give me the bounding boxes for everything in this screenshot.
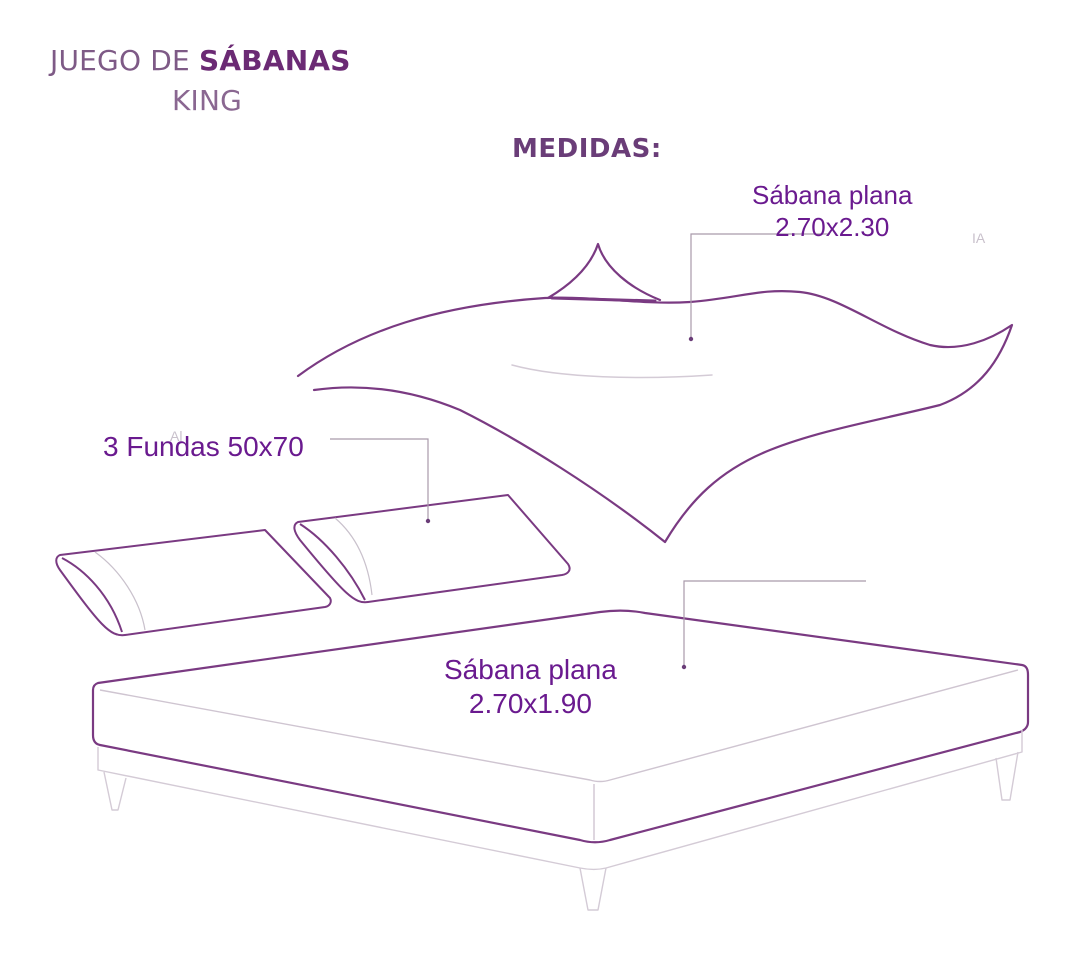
top-sheet-leader — [688, 233, 830, 342]
product-title: JUEGO DE SÁBANAS — [50, 44, 351, 77]
top-sheet-label: Sábana plana 2.70x2.30 — [752, 180, 912, 243]
pillow-right-illustration — [293, 494, 571, 604]
bottom-sheet-name: Sábana plana — [444, 654, 617, 685]
ghost-text-fragment-pillow: Al — [170, 428, 183, 444]
pillowcase-label: 3 Fundas 50x70 — [103, 431, 304, 462]
bottom-sheet-leader — [681, 580, 866, 670]
title-emphasis: SÁBANAS — [199, 44, 351, 77]
ghost-text-fragment: IA — [972, 230, 986, 246]
top-sheet-name: Sábana plana — [752, 180, 913, 210]
pillow-left-illustration — [55, 529, 332, 637]
bottom-sheet-dims: 2.70x1.90 — [468, 688, 592, 720]
measurements-heading: MEDIDAS: — [512, 134, 662, 164]
pillowcase-leader — [330, 438, 431, 524]
product-size: KING — [172, 84, 243, 117]
top-sheet-dims: 2.70x2.30 — [775, 211, 890, 242]
bed-illustration — [91, 609, 1030, 911]
top-sheet-illustration — [296, 242, 1014, 544]
title-prefix: JUEGO DE — [50, 44, 200, 77]
bottom-sheet-label: Sábana plana 2.70x1.90 — [444, 653, 617, 721]
